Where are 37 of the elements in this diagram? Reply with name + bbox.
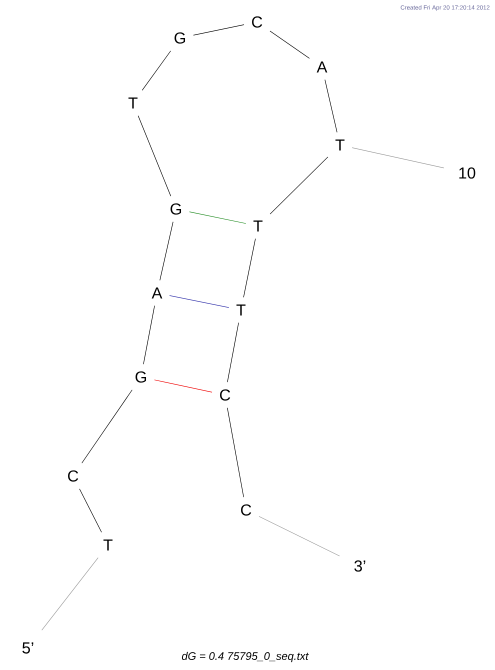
caption: dG = 0.4 75795_0_seq.txt [182,652,309,662]
base-letter: G [174,32,186,44]
base-letter: T [335,140,345,150]
base-letter: T [103,540,113,550]
backbone-line [270,156,328,214]
end-label: 3’ [354,560,366,572]
base-pair-line [189,211,246,224]
leader-line [42,557,98,630]
backbone-line [142,50,171,91]
base-letter: A [152,288,162,298]
backbone-line [227,408,244,498]
leader-line [258,516,340,556]
backbone-line [270,30,310,59]
base-letter: G [170,203,182,215]
backbone-line [143,305,155,364]
end-label: 5’ [22,642,34,654]
backbone-line [82,390,132,464]
base-letter: C [241,504,252,516]
backbone-line [160,222,174,281]
end-label: 10 [459,167,476,179]
backbone-line [227,322,239,382]
backbone-line [79,488,102,533]
backbone-line [243,238,256,298]
backbone-line [193,24,244,36]
base-pair-line [169,295,230,308]
backbone-line [324,79,338,133]
base-letter: C [252,16,262,28]
base-letter: T [128,98,138,108]
base-letter: A [316,62,328,72]
leader-line [352,147,444,168]
base-letter: T [236,304,246,316]
base-letter: C [68,470,78,482]
base-letter: T [253,220,263,232]
backbone-line [138,115,172,196]
base-letter: C [220,389,230,401]
base-pair-line [154,380,212,393]
base-letter: G [136,371,146,383]
